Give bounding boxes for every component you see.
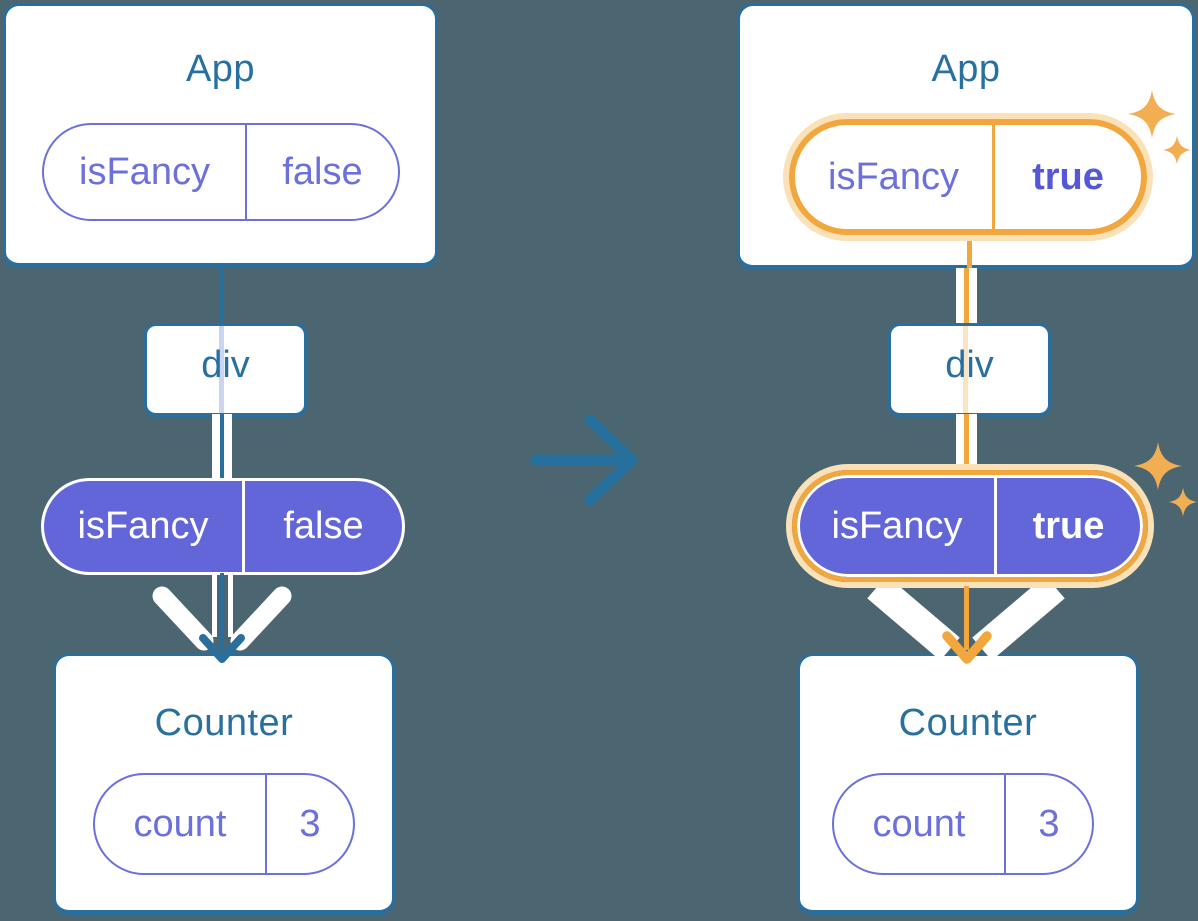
counter-component-card-before: Counter count 3 [53,653,395,915]
edge-prop-to-card-bottom [967,241,972,271]
state-name: count [834,775,1006,873]
prop-pill: isFancy false [42,123,400,221]
edge-prop-to-counter [219,573,224,650]
div-label: div [201,344,250,386]
prop-name: isFancy [795,125,995,229]
state-name: count [95,775,267,873]
state-value: 3 [1038,802,1060,845]
sparkles-icon [1128,90,1192,165]
app-component-card-before: App isFancy false [3,3,438,268]
edge-prop-to-counter [963,586,969,650]
arrow-down-icon [942,631,992,664]
prop-value: false [282,150,363,193]
component-title: App [185,48,256,90]
sparkles-icon [1134,442,1198,517]
edge-app-to-div [219,266,224,325]
div-label: div [945,344,994,386]
prop-value: false [283,505,364,547]
div-node-card-before: div [144,323,307,417]
edge-app-to-div [955,268,977,325]
prop-through-line [219,326,224,413]
passed-prop-pill-highlighted: isFancy true [786,464,1154,588]
prop-pill-highlighted: isFancy true [783,113,1153,241]
prop-name: isFancy [44,481,245,572]
app-component-card-after: App isFancy true [737,3,1195,271]
state-value: 3 [299,802,321,845]
edge-flank [211,573,217,637]
edge-flank [227,573,233,637]
chevron-down-icon [152,586,292,651]
edge-div-to-prop [955,414,977,466]
prop-value: true [1032,155,1104,198]
prop-name: isFancy [800,478,997,574]
prop-name: isFancy [44,125,247,219]
counter-component-card-after: Counter count 3 [797,653,1139,915]
div-node-card-after: div [888,323,1051,417]
arrow-right-icon [530,414,638,506]
component-title: App [931,48,1001,90]
prop-value: true [1032,504,1105,547]
edge-div-to-prop [211,414,232,480]
component-title: Counter [154,702,294,744]
state-pill: count 3 [93,773,355,875]
arrow-down-icon [199,634,245,663]
component-title: Counter [898,702,1038,744]
chevron-down-icon [867,585,1065,657]
passed-prop-pill: isFancy false [41,478,405,575]
state-pill: count 3 [832,773,1094,875]
prop-through-line [963,326,968,413]
